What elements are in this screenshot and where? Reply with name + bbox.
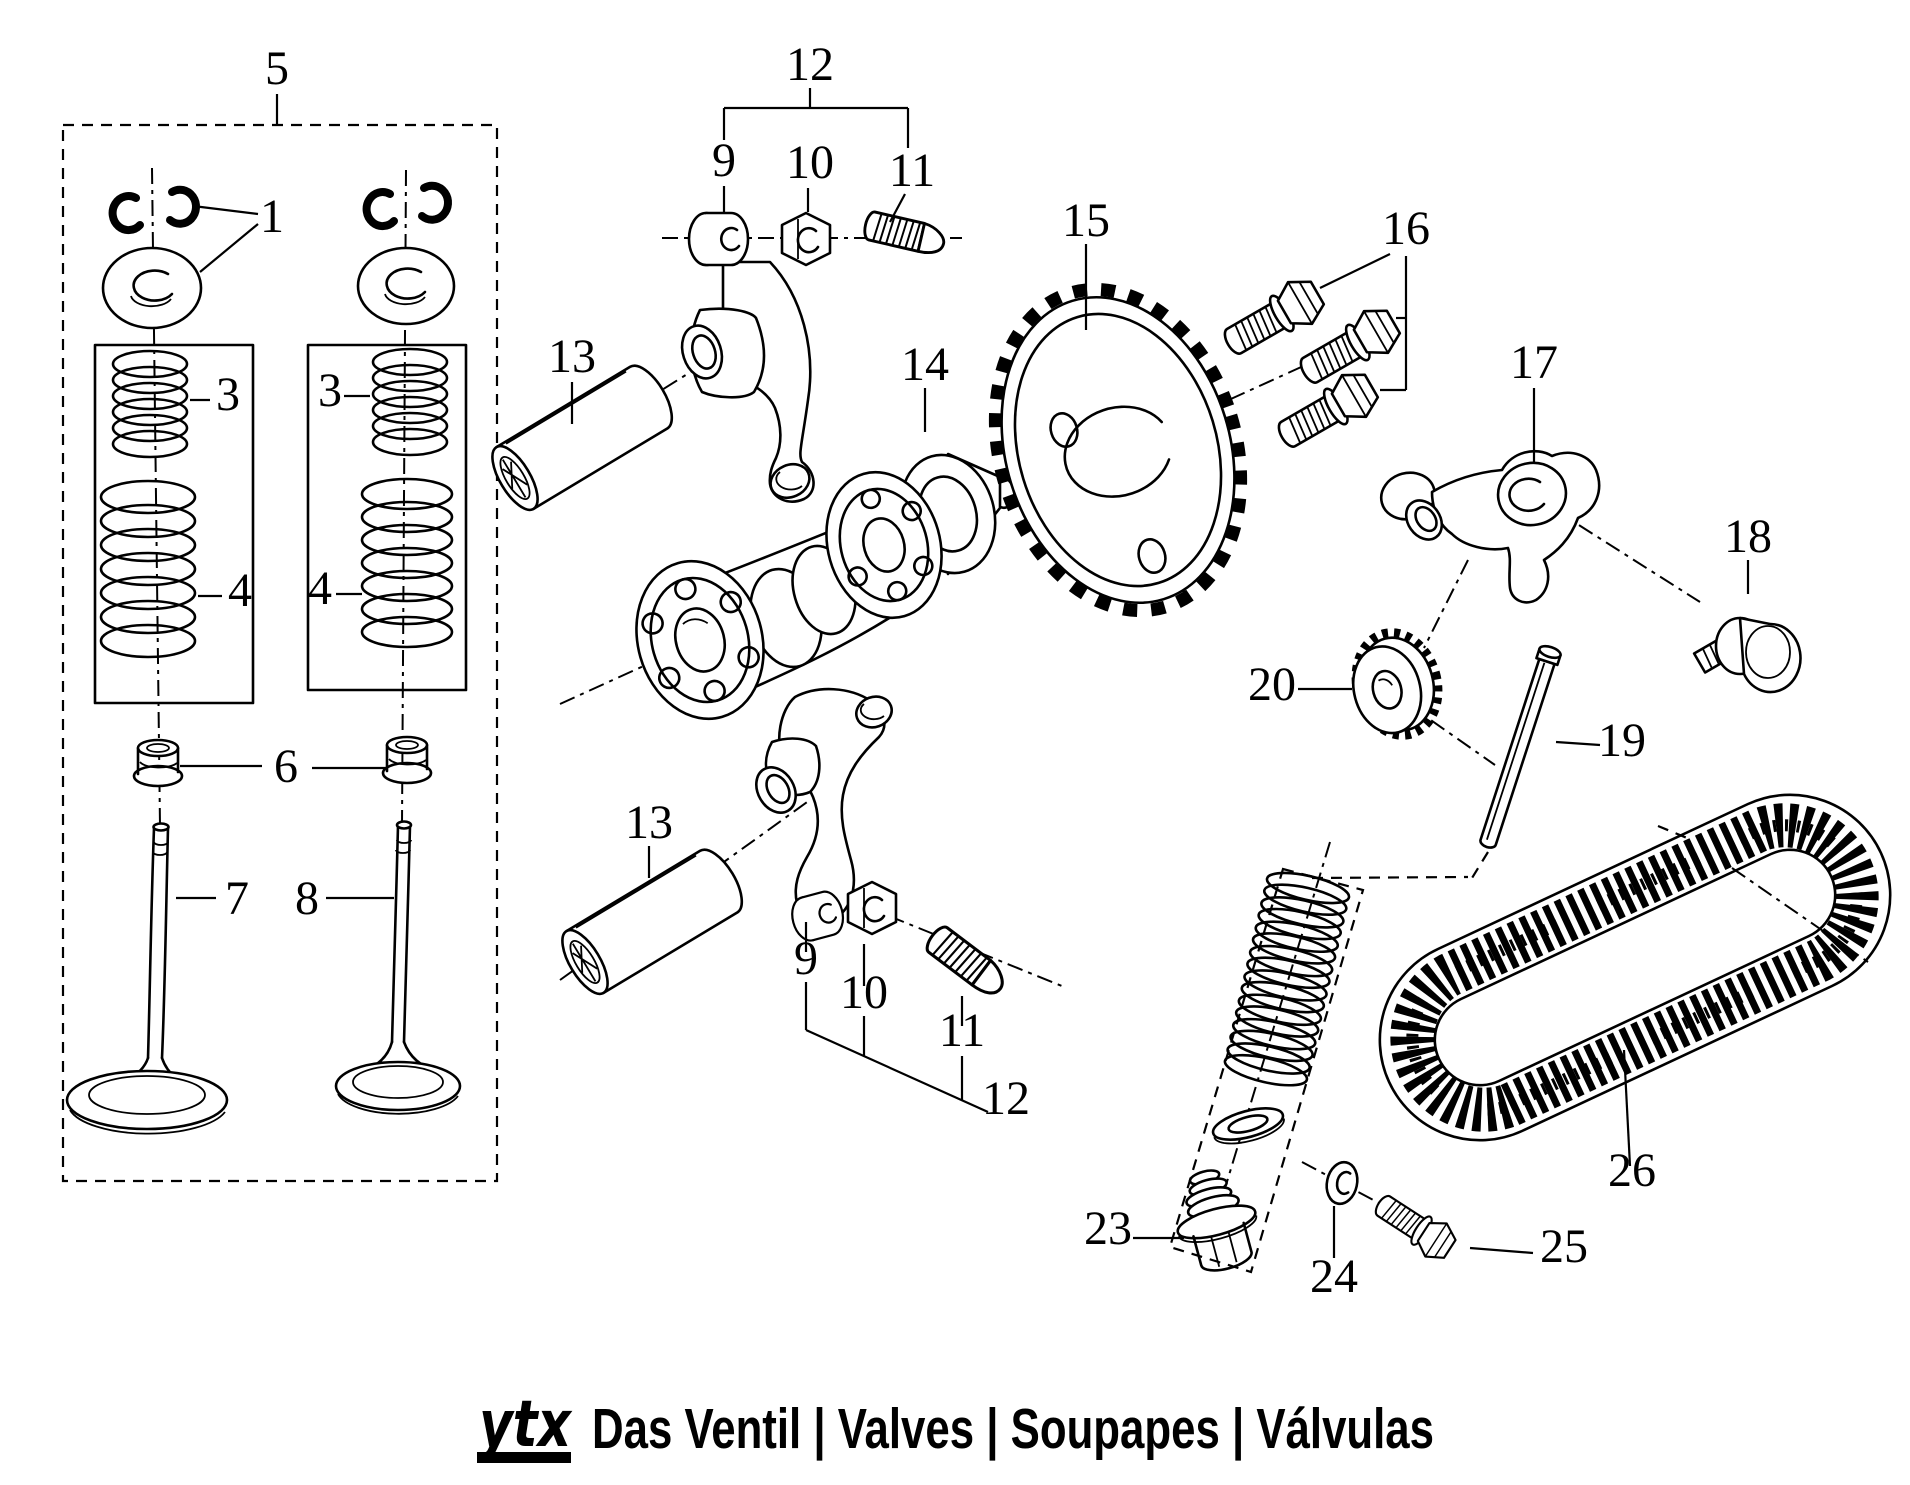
- part-adjuster-nut-upper: [780, 211, 832, 267]
- callout-7: 7: [225, 872, 249, 925]
- dashed-box-tensioner: [1168, 867, 1365, 1274]
- callout-25: 25: [1540, 1220, 1588, 1273]
- part-tensioner-seat-washer: [1211, 1107, 1285, 1145]
- brand-logo-underline: [477, 1452, 571, 1463]
- part-valve-cotters-left: [108, 185, 200, 235]
- part-cam-chain-26: [1378, 793, 1892, 1142]
- part-outer-spring-right: [360, 477, 454, 649]
- callout-3: 3: [216, 368, 240, 421]
- callout-11: 11: [939, 1004, 985, 1057]
- callout-13: 13: [625, 796, 673, 849]
- callout-20: 20: [1248, 658, 1296, 711]
- footer-caption: Das Ventil | Valves | Soupapes | Válvula…: [592, 1397, 1434, 1461]
- callout-9: 9: [712, 134, 736, 187]
- callout-10: 10: [840, 966, 888, 1019]
- callout-1: 1: [260, 190, 284, 243]
- link-dashes: [1311, 824, 1693, 880]
- part-spring-retainer-left: [101, 246, 203, 330]
- callout-18: 18: [1724, 510, 1772, 563]
- part-rocker-collar-upper: [687, 211, 750, 267]
- part-stem-seal-left: [132, 738, 184, 788]
- part-pump-gear-20: [1351, 628, 1443, 740]
- callout-14: 14: [901, 338, 949, 391]
- callout-10: 10: [786, 136, 834, 189]
- callout-12: 12: [786, 38, 834, 91]
- axis-through-chain: [1731, 867, 1869, 963]
- footer: ytx Das Ventil | Valves | Soupapes | Vál…: [477, 1388, 1434, 1463]
- callout-15: 15: [1062, 194, 1110, 247]
- part-rocker-lever-17: [1379, 449, 1601, 604]
- callout-13: 13: [548, 330, 596, 383]
- callout-8: 8: [295, 872, 319, 925]
- callout-17: 17: [1510, 336, 1558, 389]
- part-outer-spring-left: [99, 479, 197, 659]
- part-sealing-plug-18: [1692, 616, 1802, 694]
- part-spring-retainer-right: [356, 246, 456, 326]
- sprocket-hole: [1137, 538, 1167, 574]
- part-rocker-arm-lower: [755, 687, 893, 924]
- part-exhaust-valve: [334, 820, 462, 1115]
- callout-9: 9: [794, 932, 818, 985]
- callout-4: 4: [308, 562, 332, 615]
- leader-lines: [176, 88, 1750, 1258]
- callout-5: 5: [265, 42, 289, 95]
- callout-23: 23: [1084, 1202, 1132, 1255]
- callout-16: 16: [1382, 202, 1430, 255]
- part-tensioner-spring: [1223, 871, 1351, 1087]
- callout-24: 24: [1310, 1250, 1358, 1303]
- part-tensioner-bolt-23: [1176, 1169, 1258, 1272]
- box-springs-right: [306, 343, 468, 692]
- sprocket-hole: [1049, 412, 1079, 448]
- part-inner-spring-left: [111, 349, 189, 459]
- part-stem-seal-right: [381, 735, 433, 785]
- part-tensioner-rod-19: [1479, 644, 1562, 849]
- part-cam-sprocket: [988, 282, 1248, 618]
- part-camshaft: [635, 452, 1016, 721]
- part-adjuster-nut-lower: [846, 880, 898, 936]
- callout-6: 6: [274, 740, 298, 793]
- part-valve-cotters-right: [362, 181, 452, 231]
- brand-logo: ytx: [479, 1388, 572, 1462]
- dashed-box-valve-set: [61, 123, 499, 1183]
- part-intake-valve: [65, 822, 229, 1135]
- part-washer-24: [1325, 1160, 1359, 1206]
- callout-12: 12: [982, 1072, 1030, 1125]
- part-rocker-arm-upper: [680, 260, 815, 503]
- callout-26: 26: [1608, 1144, 1656, 1197]
- callout-11: 11: [889, 144, 935, 197]
- callout-4: 4: [228, 564, 252, 617]
- callout-19: 19: [1598, 714, 1646, 767]
- callout-3: 3: [318, 364, 342, 417]
- box-springs-left: [93, 343, 255, 705]
- part-inner-spring-right: [371, 347, 449, 457]
